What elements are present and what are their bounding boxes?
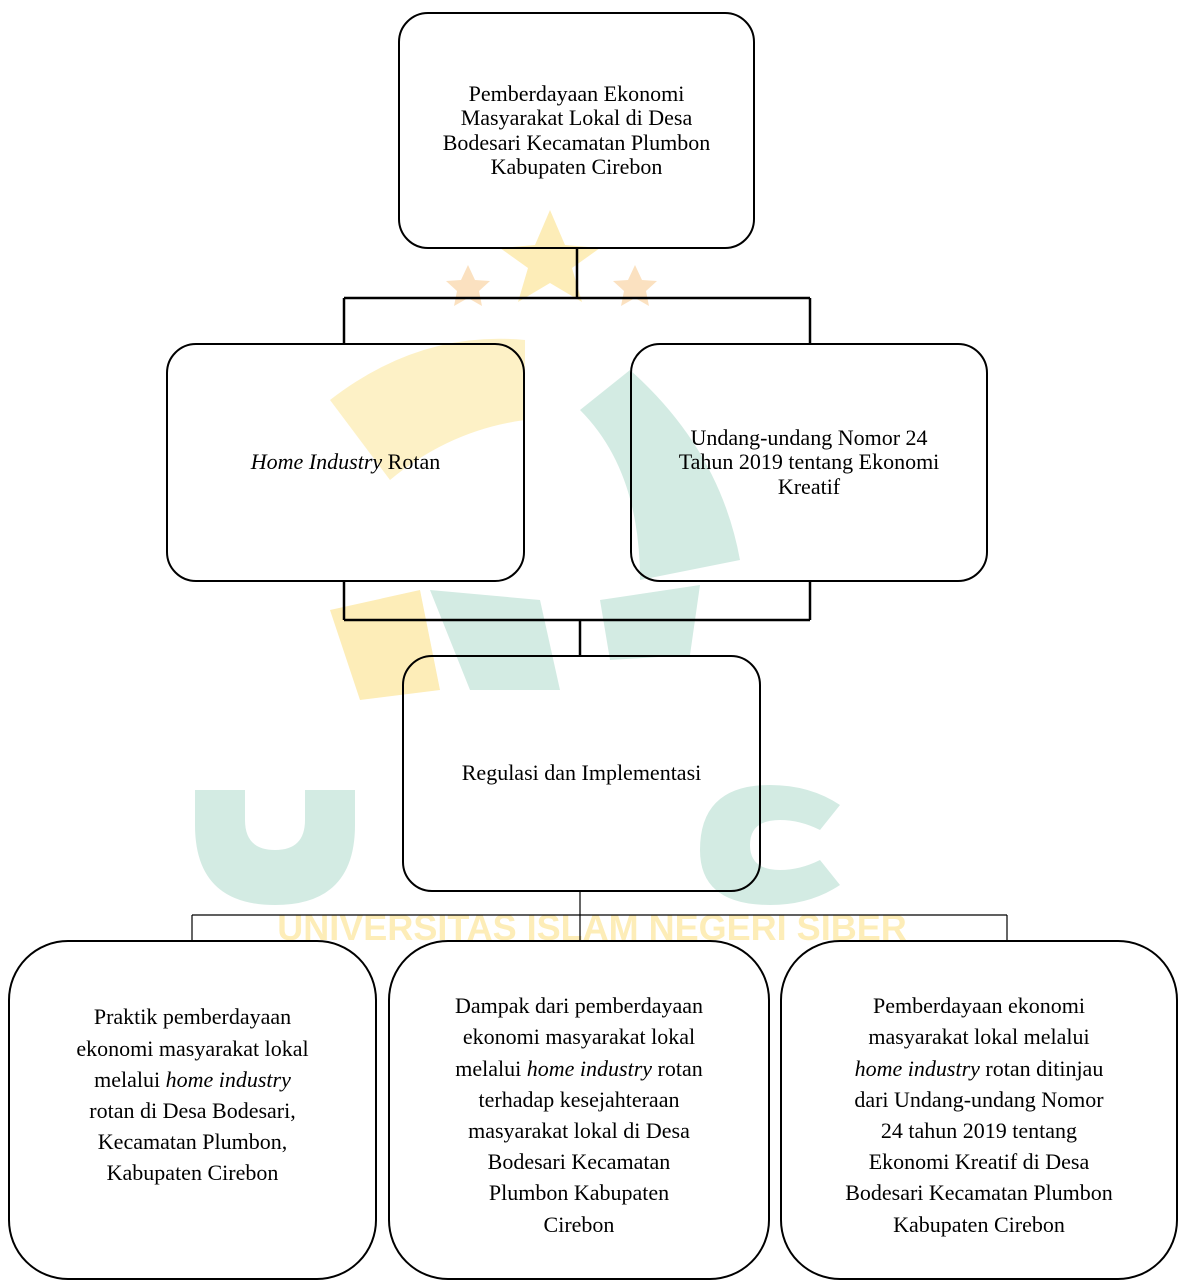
watermark-leaf-green-2 bbox=[600, 585, 700, 660]
node-tinjau-line: rotan ditinjau bbox=[979, 1055, 1104, 1081]
node-dampak: Dampak dari pemberdayaan ekonomi masyara… bbox=[388, 940, 770, 1280]
node-tinjau-line: 24 tahun 2019 tentang bbox=[880, 1118, 1078, 1143]
node-top-line: Masyarakat Lokal di Desa bbox=[460, 105, 693, 131]
node-praktik: Praktik pemberdayaan ekonomi masyarakat … bbox=[8, 940, 377, 1280]
node-dampak-line: melalui bbox=[455, 1055, 527, 1081]
node-home-industry-rotan: Home Industry Rotan bbox=[166, 343, 525, 582]
watermark-star-center bbox=[500, 210, 600, 302]
node-uu-line: Undang-undang Nomor 24 bbox=[690, 425, 928, 451]
watermark-star-right bbox=[613, 265, 657, 306]
node-pemberdayaan-ekonomi: Pemberdayaan Ekonomi Masyarakat Lokal di… bbox=[398, 12, 755, 249]
watermark-leaf-green bbox=[430, 590, 560, 690]
node-tinjau-italic: home industry bbox=[854, 1055, 980, 1081]
node-regulasi-label: Regulasi dan Implementasi bbox=[461, 760, 702, 786]
node-tinjau-line: Ekonomi Kreatif di Desa bbox=[868, 1149, 1090, 1175]
node-tinjau-line: dari Undang-undang Nomor bbox=[854, 1086, 1104, 1112]
node-dampak-line: Bodesari Kecamatan bbox=[487, 1149, 671, 1175]
node-dampak-line: terhadap kesejahteraan bbox=[478, 1086, 680, 1112]
watermark-swoosh-green bbox=[580, 370, 740, 580]
node-tinjau-line: Pemberdayaan ekonomi bbox=[872, 993, 1085, 1019]
node-dampak-line: Plumbon Kabupaten bbox=[488, 1180, 670, 1206]
node-tinjau-line: Bodesari Kecamatan Plumbon bbox=[845, 1180, 1113, 1206]
node-tinjau-line: Kabupaten Cirebon bbox=[893, 1211, 1065, 1237]
node-uu-line: Kreatif bbox=[777, 473, 841, 499]
watermark-star-left bbox=[446, 265, 490, 306]
node-praktik-line: rotan di Desa Bodesari, bbox=[89, 1098, 296, 1123]
node-dampak-line: Dampak dari pemberdayaan bbox=[455, 993, 703, 1019]
node-dampak-line: rotan bbox=[652, 1055, 703, 1081]
node-praktik-line: Praktik pemberdayaan bbox=[93, 1004, 292, 1030]
node-home-rest: Rotan bbox=[382, 449, 441, 475]
node-dampak-line: masyarakat lokal di Desa bbox=[468, 1118, 690, 1143]
node-tinjau-line: masyarakat lokal melalui bbox=[868, 1024, 1090, 1050]
node-undang-undang: Undang-undang Nomor 24 Tahun 2019 tentan… bbox=[630, 343, 988, 582]
node-dampak-line: Cirebon bbox=[543, 1211, 615, 1237]
node-praktik-line: Kabupaten Cirebon bbox=[106, 1160, 279, 1186]
node-uu-line: Tahun 2019 tentang Ekonomi bbox=[678, 449, 940, 475]
node-top-line: Pemberdayaan Ekonomi bbox=[468, 81, 685, 107]
node-praktik-line: melalui bbox=[94, 1066, 166, 1092]
node-praktik-line: Kecamatan Plumbon, bbox=[97, 1129, 288, 1155]
node-dampak-line: ekonomi masyarakat lokal bbox=[462, 1024, 696, 1050]
node-praktik-italic: home industry bbox=[165, 1066, 291, 1092]
node-dampak-italic: home industry bbox=[526, 1055, 653, 1081]
node-home-italic: Home Industry bbox=[250, 449, 383, 475]
node-top-line: Bodesari Kecamatan Plumbon bbox=[442, 129, 711, 155]
node-regulasi-implementasi: Regulasi dan Implementasi bbox=[402, 655, 761, 892]
watermark-letter-u bbox=[195, 790, 355, 905]
watermark-swoosh-yellow bbox=[330, 338, 525, 480]
node-top-line: Kabupaten Cirebon bbox=[490, 153, 663, 179]
node-ditinjau-uu: Pemberdayaan ekonomi masyarakat lokal me… bbox=[780, 940, 1178, 1280]
node-praktik-line: ekonomi masyarakat lokal bbox=[76, 1035, 309, 1061]
